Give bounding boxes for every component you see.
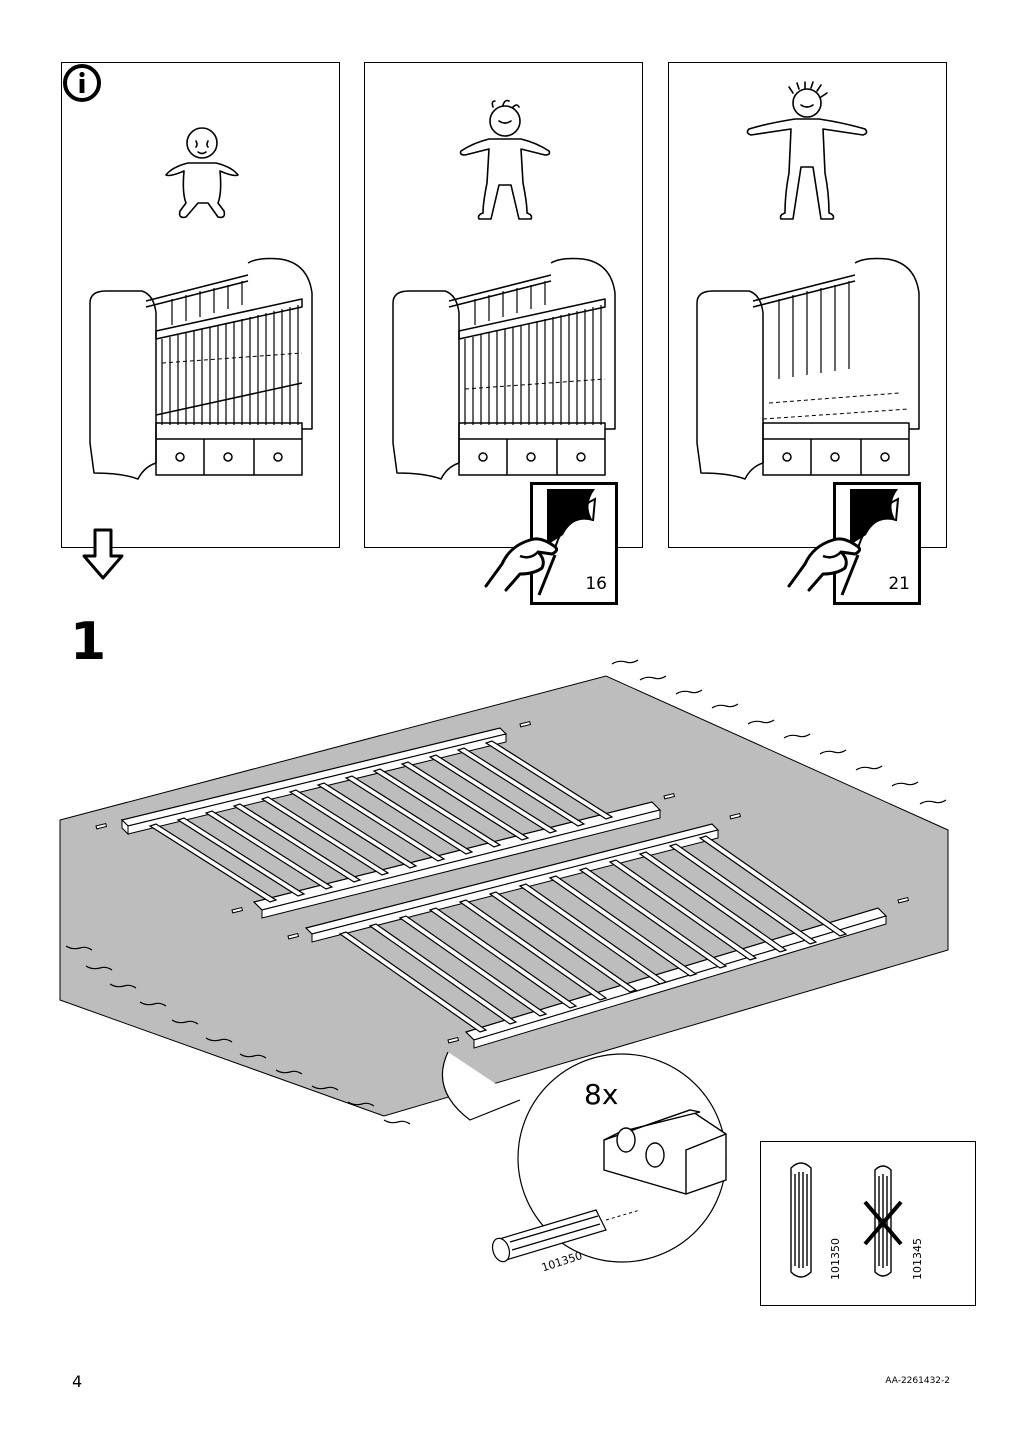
- crib-side-panel: [95, 720, 676, 919]
- baby-icon: [165, 127, 239, 219]
- step-number: 1: [70, 612, 107, 672]
- crib-side-panel: [287, 812, 910, 1049]
- goto-page-number: 21: [888, 574, 910, 594]
- crib-icon: [392, 257, 616, 480]
- panel-baby-stage: [61, 62, 340, 548]
- part-number: 101350: [829, 1238, 842, 1280]
- crib-icon: [696, 257, 920, 480]
- child-icon: [746, 81, 868, 220]
- cross-icon: [863, 1200, 903, 1246]
- dowel-comparison-box: 101350 101345: [760, 1141, 976, 1306]
- goto-page-number: 16: [585, 574, 607, 594]
- goto-page-badge: 21: [833, 482, 921, 605]
- crib-icon: [89, 257, 313, 480]
- dowel-icon: [491, 1209, 607, 1263]
- hand-icon: [787, 537, 862, 592]
- document-code: AA-2261432-2: [885, 1376, 950, 1386]
- dowel-icon: [790, 1162, 812, 1278]
- info-icon: [63, 64, 101, 102]
- hand-icon: [484, 537, 559, 592]
- panel-toddler-stage: [364, 62, 643, 548]
- panel-child-stage: [668, 62, 947, 548]
- part-number: 101345: [911, 1238, 924, 1280]
- quantity-label: 8x: [580, 1078, 623, 1111]
- toddler-icon: [459, 99, 551, 220]
- arrow-down-icon: [82, 528, 124, 580]
- page-number: 4: [72, 1372, 83, 1391]
- main-illustration: [59, 659, 949, 1263]
